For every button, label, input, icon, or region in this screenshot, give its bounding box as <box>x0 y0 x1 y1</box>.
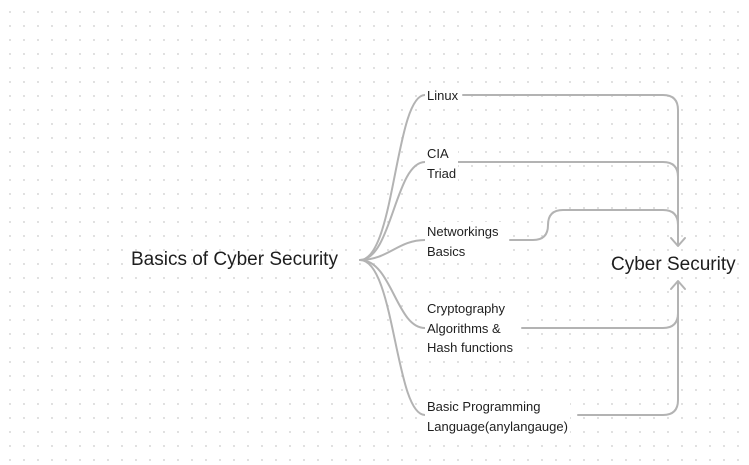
branch-networking-basics[interactable]: Networkings Basics <box>425 222 501 261</box>
branch-programming-language[interactable]: Basic Programming Language(anylangauge) <box>425 397 570 436</box>
connector-crypto-target <box>521 282 679 329</box>
branch-linux[interactable]: Linux <box>425 86 461 106</box>
arrowhead-down-icon <box>670 237 686 247</box>
connector-root-crypto <box>359 259 426 329</box>
branch-cryptography[interactable]: Cryptography Algorithms & Hash functions <box>425 299 515 358</box>
connector-root-prog <box>359 259 426 416</box>
connector-cia-target <box>457 161 679 245</box>
connector-net-target <box>509 209 679 245</box>
root-topic[interactable]: Basics of Cyber Security <box>131 249 338 270</box>
connector-root-linux <box>359 94 426 261</box>
connector-linux-target <box>462 94 679 245</box>
connector-prog-target <box>577 282 679 416</box>
connector-root-net <box>359 239 426 261</box>
target-topic[interactable]: Cyber Security <box>611 254 736 275</box>
connector-root-cia <box>359 161 426 261</box>
branch-cia-triad[interactable]: CIA Triad <box>425 144 459 183</box>
arrowhead-up-icon <box>670 280 686 290</box>
